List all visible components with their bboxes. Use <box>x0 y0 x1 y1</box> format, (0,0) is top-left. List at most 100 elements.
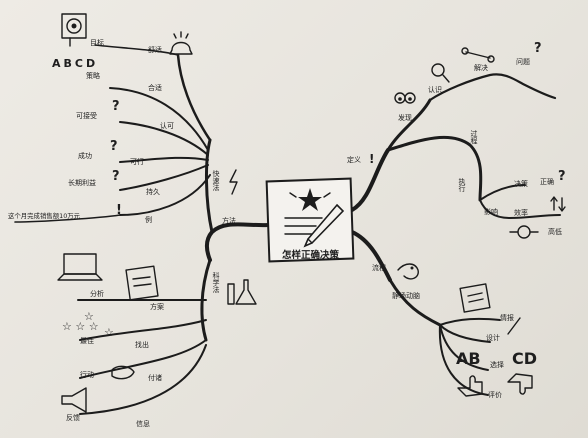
main-branch-right-bottom <box>350 230 392 282</box>
fist-icon <box>111 365 135 380</box>
svg-text:☆: ☆ <box>84 310 94 323</box>
label-comfort: 舒适 <box>148 45 162 54</box>
svg-text:☆: ☆ <box>104 326 114 339</box>
label-feedback: 反馈 <box>66 413 80 422</box>
label-define: 定义 <box>347 155 361 164</box>
svg-text:!: ! <box>116 203 122 218</box>
label-solve: 解决 <box>474 63 488 72</box>
bell-icon <box>169 31 193 55</box>
label-decision: 决策 <box>514 179 528 188</box>
branch-design <box>439 324 491 343</box>
wrench-icon <box>461 47 495 63</box>
label-lasting: 持久 <box>146 187 160 196</box>
branch-evaluate <box>438 324 489 396</box>
label-acceptable: 可接受 <box>76 111 97 120</box>
fast-method-group: ABCD 目标 舒适 策略 合适 可接受 认可 ? 成功 可行 ? 长期利益 持… <box>8 13 238 225</box>
label-science-method: 科学法 <box>212 271 220 294</box>
left-branches <box>14 44 270 415</box>
svg-text:!: ! <box>369 152 374 166</box>
branch-strategy <box>109 87 209 151</box>
svg-text:?: ? <box>112 99 120 114</box>
target-icon <box>61 13 87 47</box>
label-process: 过程 <box>470 129 478 145</box>
label-correct: 正确 <box>540 177 554 186</box>
question-icon: ? <box>534 41 542 56</box>
svg-text:?: ? <box>110 139 118 154</box>
branch-efficiency <box>479 199 561 220</box>
center-title: 怎样正确决策 <box>282 249 340 261</box>
thumbs-icon <box>457 373 533 397</box>
label-action: 行动 <box>80 370 94 379</box>
question-icon: ? <box>558 169 566 184</box>
label-high-low: 高低 <box>548 227 562 236</box>
question-icon: ? <box>112 99 120 114</box>
label-design: 设计 <box>486 333 500 342</box>
branch-process <box>386 135 483 202</box>
svg-text:?: ? <box>534 41 542 56</box>
branch-accept <box>119 121 209 156</box>
pen-icon <box>507 317 521 335</box>
branch-decision <box>479 184 526 201</box>
label-recognize: 认识 <box>428 85 442 94</box>
branch-discover <box>386 98 432 152</box>
pencil-icon <box>303 203 345 248</box>
label-info: 信息 <box>136 419 150 428</box>
label-discover: 发现 <box>398 113 412 122</box>
exclamation-icon: ! <box>116 203 122 218</box>
branch-example <box>119 174 211 216</box>
branch-success <box>119 156 209 163</box>
label-analysis: 分析 <box>90 289 104 298</box>
branch-fast-method <box>205 138 214 234</box>
center-paper <box>265 177 355 263</box>
branch-feedback <box>79 344 207 415</box>
label-flow: 流程 <box>372 263 386 272</box>
main-branch-left <box>204 222 270 262</box>
science-method-group: 科学法 分析 方案 ☆ ☆ ☆ ☆ ☆ 最佳 找出 行动 付诸 <box>57 253 257 428</box>
eyes-icon <box>394 92 416 104</box>
ab-letters: AB <box>456 349 481 368</box>
label-long-term: 长期利益 <box>68 178 96 187</box>
stars-icon: ☆ ☆ ☆ ☆ ☆ <box>62 310 114 339</box>
center-node: 怎样正确决策 <box>265 177 355 263</box>
branch-example-line <box>14 214 121 223</box>
label-success: 成功 <box>78 151 92 160</box>
label-goal: 目标 <box>90 38 104 47</box>
question-icon: ? <box>112 169 120 184</box>
branch-best <box>79 319 207 341</box>
exclamation-icon: ! <box>369 152 374 166</box>
star-icon <box>298 188 322 211</box>
laptop-icon <box>57 253 103 281</box>
ray-icon <box>289 192 297 198</box>
watch-icon <box>509 225 539 239</box>
svg-text:?: ? <box>112 169 120 184</box>
label-plan: 方案 <box>150 302 164 311</box>
up-down-arrows-icon <box>550 196 566 212</box>
magnifier-icon <box>431 63 450 83</box>
branch-goal <box>176 53 212 142</box>
label-problem: 问题 <box>516 58 530 66</box>
swirl-icon <box>397 263 419 280</box>
svg-text:?: ? <box>558 169 566 184</box>
lightning-icon <box>229 169 238 195</box>
label-choose: 选择 <box>490 360 504 369</box>
label-example-text: 这个月完成销售额10万元 <box>8 211 81 220</box>
branch-goal-line <box>94 44 179 56</box>
megaphone-icon <box>61 387 87 413</box>
label-best: 最佳 <box>80 336 94 345</box>
label-evaluate: 评价 <box>488 391 502 399</box>
label-intel: 情报 <box>500 313 514 322</box>
question-icon: ? <box>110 139 118 154</box>
branch-science-method <box>200 258 212 342</box>
svg-text:☆ ☆ ☆: ☆ ☆ ☆ <box>62 320 99 333</box>
label-strategy: 策略 <box>86 71 100 80</box>
branch-choose <box>439 324 489 371</box>
label-brainstorm: 静场动脑 <box>392 291 420 300</box>
label-efficiency: 效率 <box>514 208 528 217</box>
label-approved: 认可 <box>160 121 174 130</box>
label-execute: 执行 <box>458 177 466 193</box>
ray-icon <box>323 192 331 198</box>
right-bottom-group: 流程 静场动脑 情报 设计 AB 选择 CD 评价 <box>372 263 537 399</box>
branch-intel <box>439 317 501 326</box>
